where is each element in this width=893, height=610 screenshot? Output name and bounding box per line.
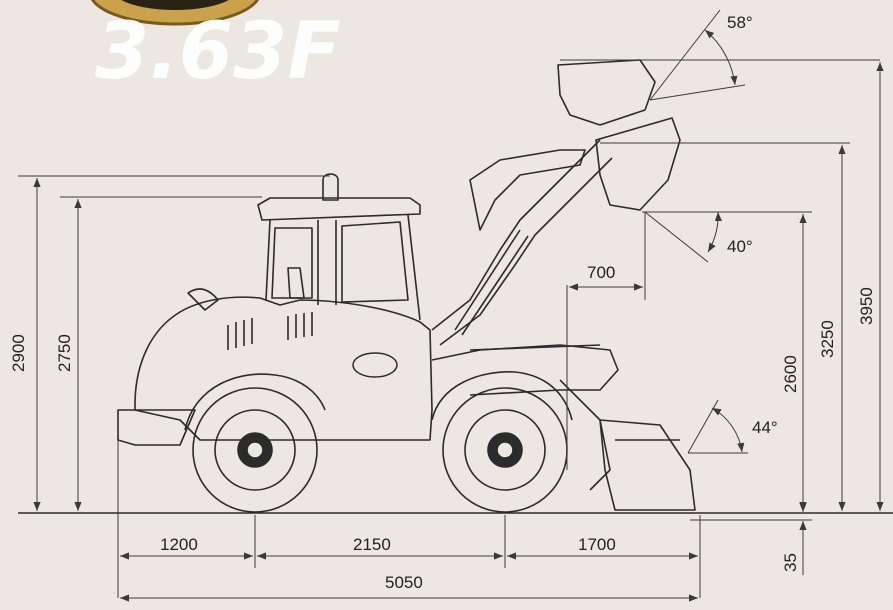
brand-badge-icon — [90, 0, 260, 26]
front-fender — [431, 371, 573, 421]
angle-top-rollback: 58° — [727, 13, 753, 32]
dim-wheelbase-front: 1200 — [160, 535, 198, 554]
dim-reach: 700 — [587, 263, 615, 282]
loader-outline — [117, 59, 696, 511]
dim-max-height: 3950 — [857, 287, 876, 325]
dim-dump-height: 2600 — [781, 355, 800, 393]
dim-overall-height: 2900 — [9, 334, 28, 372]
front-wheel — [442, 387, 568, 513]
dim-rear-overhang: 1700 — [578, 535, 616, 554]
dim-dig-depth: 35 — [781, 553, 800, 572]
dim-overall-length: 5050 — [385, 573, 423, 592]
body-emblem-icon — [352, 352, 398, 378]
dimension-lines — [18, 9, 884, 602]
rear-wheel — [192, 387, 318, 513]
dim-wheelbase: 2150 — [353, 535, 391, 554]
rear-fender — [184, 373, 326, 431]
dim-pin-height: 3250 — [818, 320, 837, 358]
angle-ground-rollback: 44° — [752, 418, 778, 437]
dim-cab-height: 2750 — [55, 334, 74, 372]
model-title: 3.63F — [95, 7, 341, 97]
angle-dump: 40° — [727, 237, 753, 256]
